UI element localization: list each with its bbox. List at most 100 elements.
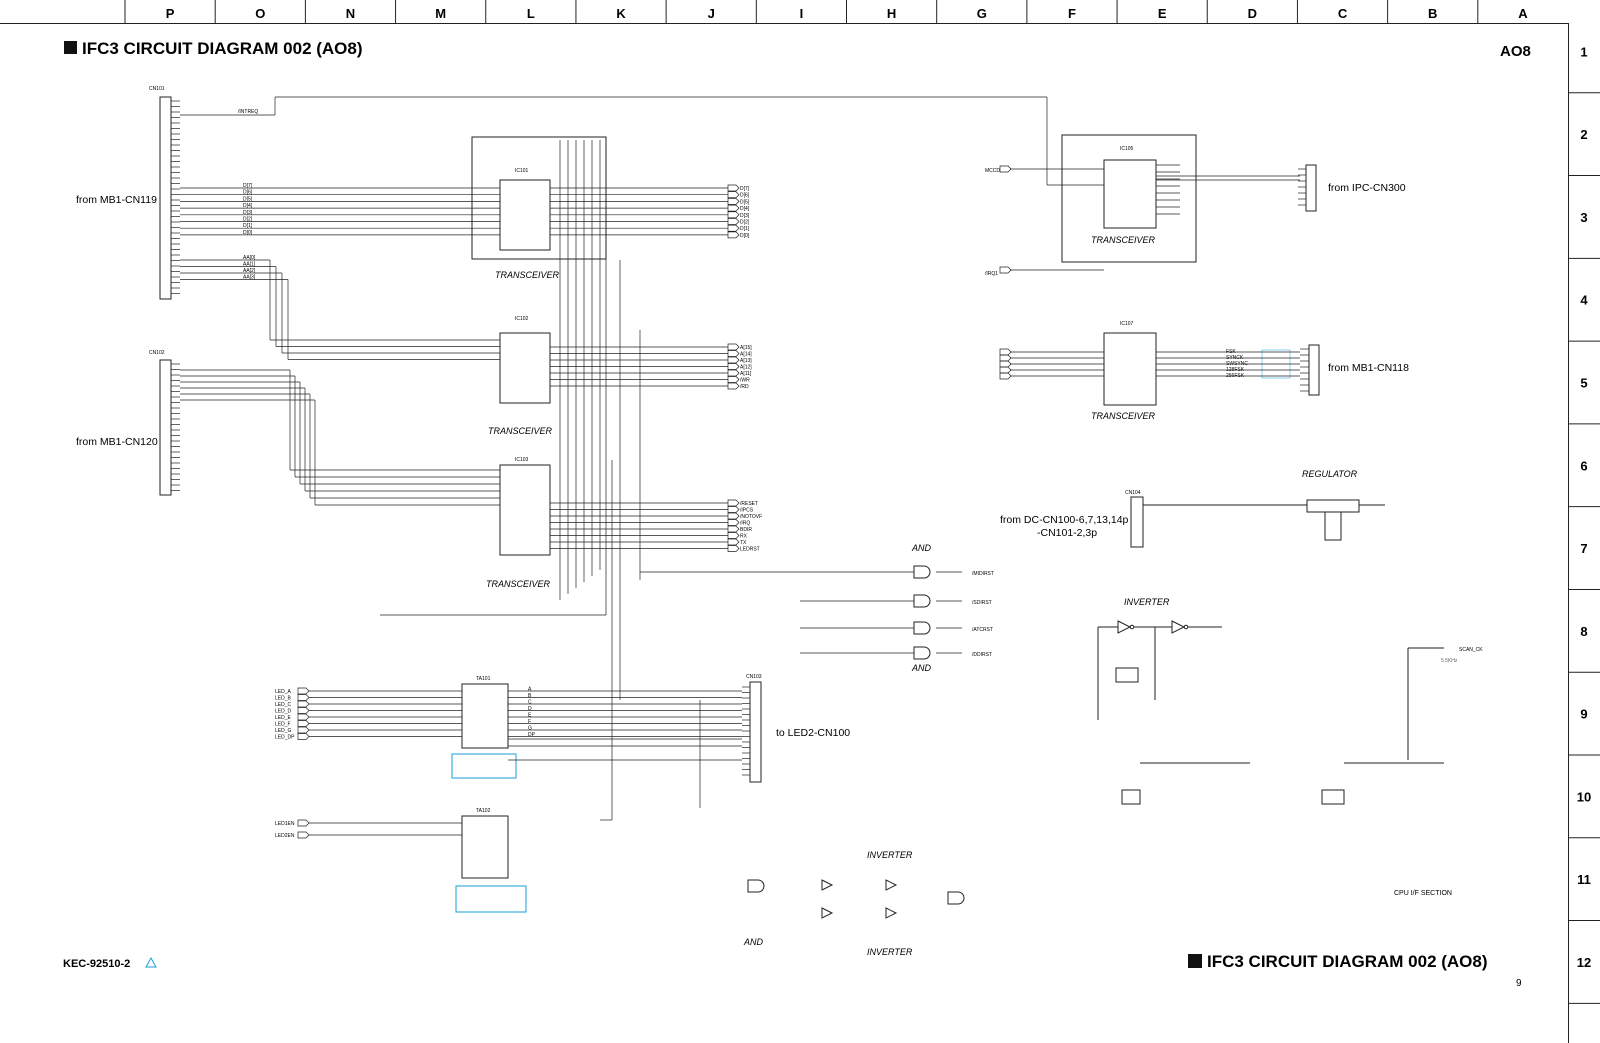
led-driver-ta101 [451,683,517,779]
net-label: RX [740,534,748,540]
oscillator-blocks [1121,647,1444,805]
net-label: LED_G [275,728,292,734]
net-label: D [528,706,532,712]
column-letter: J [708,6,715,21]
net-label: LED_D [275,709,292,715]
column-letter: C [1338,6,1348,21]
inverter-label-bottom: INVERTER [867,947,913,957]
transceiver-ic102 [499,332,551,404]
net-label: A[13] [740,358,752,364]
net-label: LEDRST [740,547,760,553]
row-number: 1 [1580,44,1587,59]
regulator-block [1130,496,1385,548]
bus-net-labels: D[7]D[7]D[6]D[6]D[5]D[5]D[4]D[4]D[3]D[3]… [238,109,1000,839]
net-label: LED_B [275,696,292,702]
and-label-bottom-small: AND [743,937,764,947]
scan-ck-freq: 5.5KHz [1441,658,1458,664]
ic103-label: IC103 [515,457,529,463]
column-letter: P [166,6,175,21]
row-number: 2 [1580,127,1587,142]
from-dc-label-1: from DC-CN100-6,7,13,14p [1000,514,1129,526]
transceiver-ic105 [1061,134,1197,263]
row-number: 10 [1577,789,1591,804]
signal-buses [180,96,1300,839]
net-label: /INTREQ [238,109,258,115]
svg-text:/SDIRST: /SDIRST [972,600,992,606]
transceiver-ic103 [499,464,551,556]
net-label: B [528,693,532,699]
net-label: A[12] [740,365,752,371]
scan-ck-net: SCAN_CK [1459,647,1483,653]
net-label: LED_DP [275,735,295,741]
net-label: LED_C [275,702,292,708]
net-label: D[6] [243,190,253,196]
transceiver-4-label: TRANSCEIVER [1091,235,1156,245]
transceiver-3-label: TRANSCEIVER [486,579,551,589]
and-output-labels: /MIDIRST /SDIRST /ATCRST /DDIRST [972,571,994,658]
and-gates [913,565,931,660]
footer-title: IFC3 CIRCUIT DIAGRAM 002 (AO8) [1207,952,1488,971]
net-label: D[1] [740,226,750,232]
net-label: E [528,713,532,719]
cn104-label: CN104 [1125,490,1141,496]
page-label: AO8 [1500,43,1531,60]
connector-pins [171,100,1309,776]
row-number: 3 [1580,210,1587,225]
net-label: /IRQ1 [985,271,998,277]
page-number: 9 [1516,978,1522,989]
ic105-label: IC105 [1120,146,1134,152]
row-number: 6 [1580,458,1587,473]
net-label: D[3] [740,213,750,219]
from-ipc-cn300-label: from IPC-CN300 [1328,182,1406,194]
net-label: AA[0] [243,255,256,261]
inverter-label-top: INVERTER [1124,597,1170,607]
from-mb1-cn120-label: from MB1-CN120 [76,436,158,448]
net-label: /NOTOVF [740,514,762,520]
net-label: D[2] [243,217,253,223]
footer-title-marker [1188,954,1202,968]
net-label: BDIR [740,527,752,533]
column-letter: G [977,6,987,21]
ta101-label: TA101 [476,676,491,682]
net-label: D[7] [740,186,750,192]
doc-number: KEC-92510-2 [63,958,130,970]
column-letter: L [527,6,535,21]
svg-text:/DDIRST: /DDIRST [972,652,992,658]
column-letter: E [1158,6,1167,21]
cn102-label: CN102 [149,350,165,356]
column-letter: I [800,6,804,21]
title-marker [64,41,77,54]
net-label: A[14] [740,352,752,358]
ta102-label: TA102 [476,808,491,814]
net-label: LED_F [275,722,291,728]
from-dc-label-2: -CN101-2,3p [1037,527,1097,539]
net-label: LED1EN [275,821,295,827]
ic102-label: IC102 [515,316,529,322]
column-letter: D [1248,6,1257,21]
transceiver-ic107 [1103,332,1157,406]
net-label: C [528,700,532,706]
net-label: TX [740,540,747,546]
column-letter: F [1068,6,1076,21]
cn103-label: CN103 [746,674,762,680]
net-label: G [528,726,532,732]
net-label: D[5] [243,196,253,202]
column-letter: H [887,6,896,21]
from-mb1-cn118-label: from MB1-CN118 [1328,362,1409,374]
net-label: DP [528,732,536,738]
row-number: 12 [1577,955,1591,970]
inverter-gates [1097,620,1222,720]
net-label: F [528,719,531,725]
net-label: D[7] [243,183,253,189]
net-label: /IPCS [740,508,754,514]
column-letter: K [616,6,626,21]
column-letter: B [1428,6,1437,21]
svg-text:/ATCRST: /ATCRST [972,627,993,633]
net-label: D[4] [243,203,253,209]
connector-cn102 [159,359,172,496]
section-label: CPU I/F SECTION [1394,890,1452,897]
net-label: A[15] [740,345,752,351]
and-input-nets [800,571,962,654]
